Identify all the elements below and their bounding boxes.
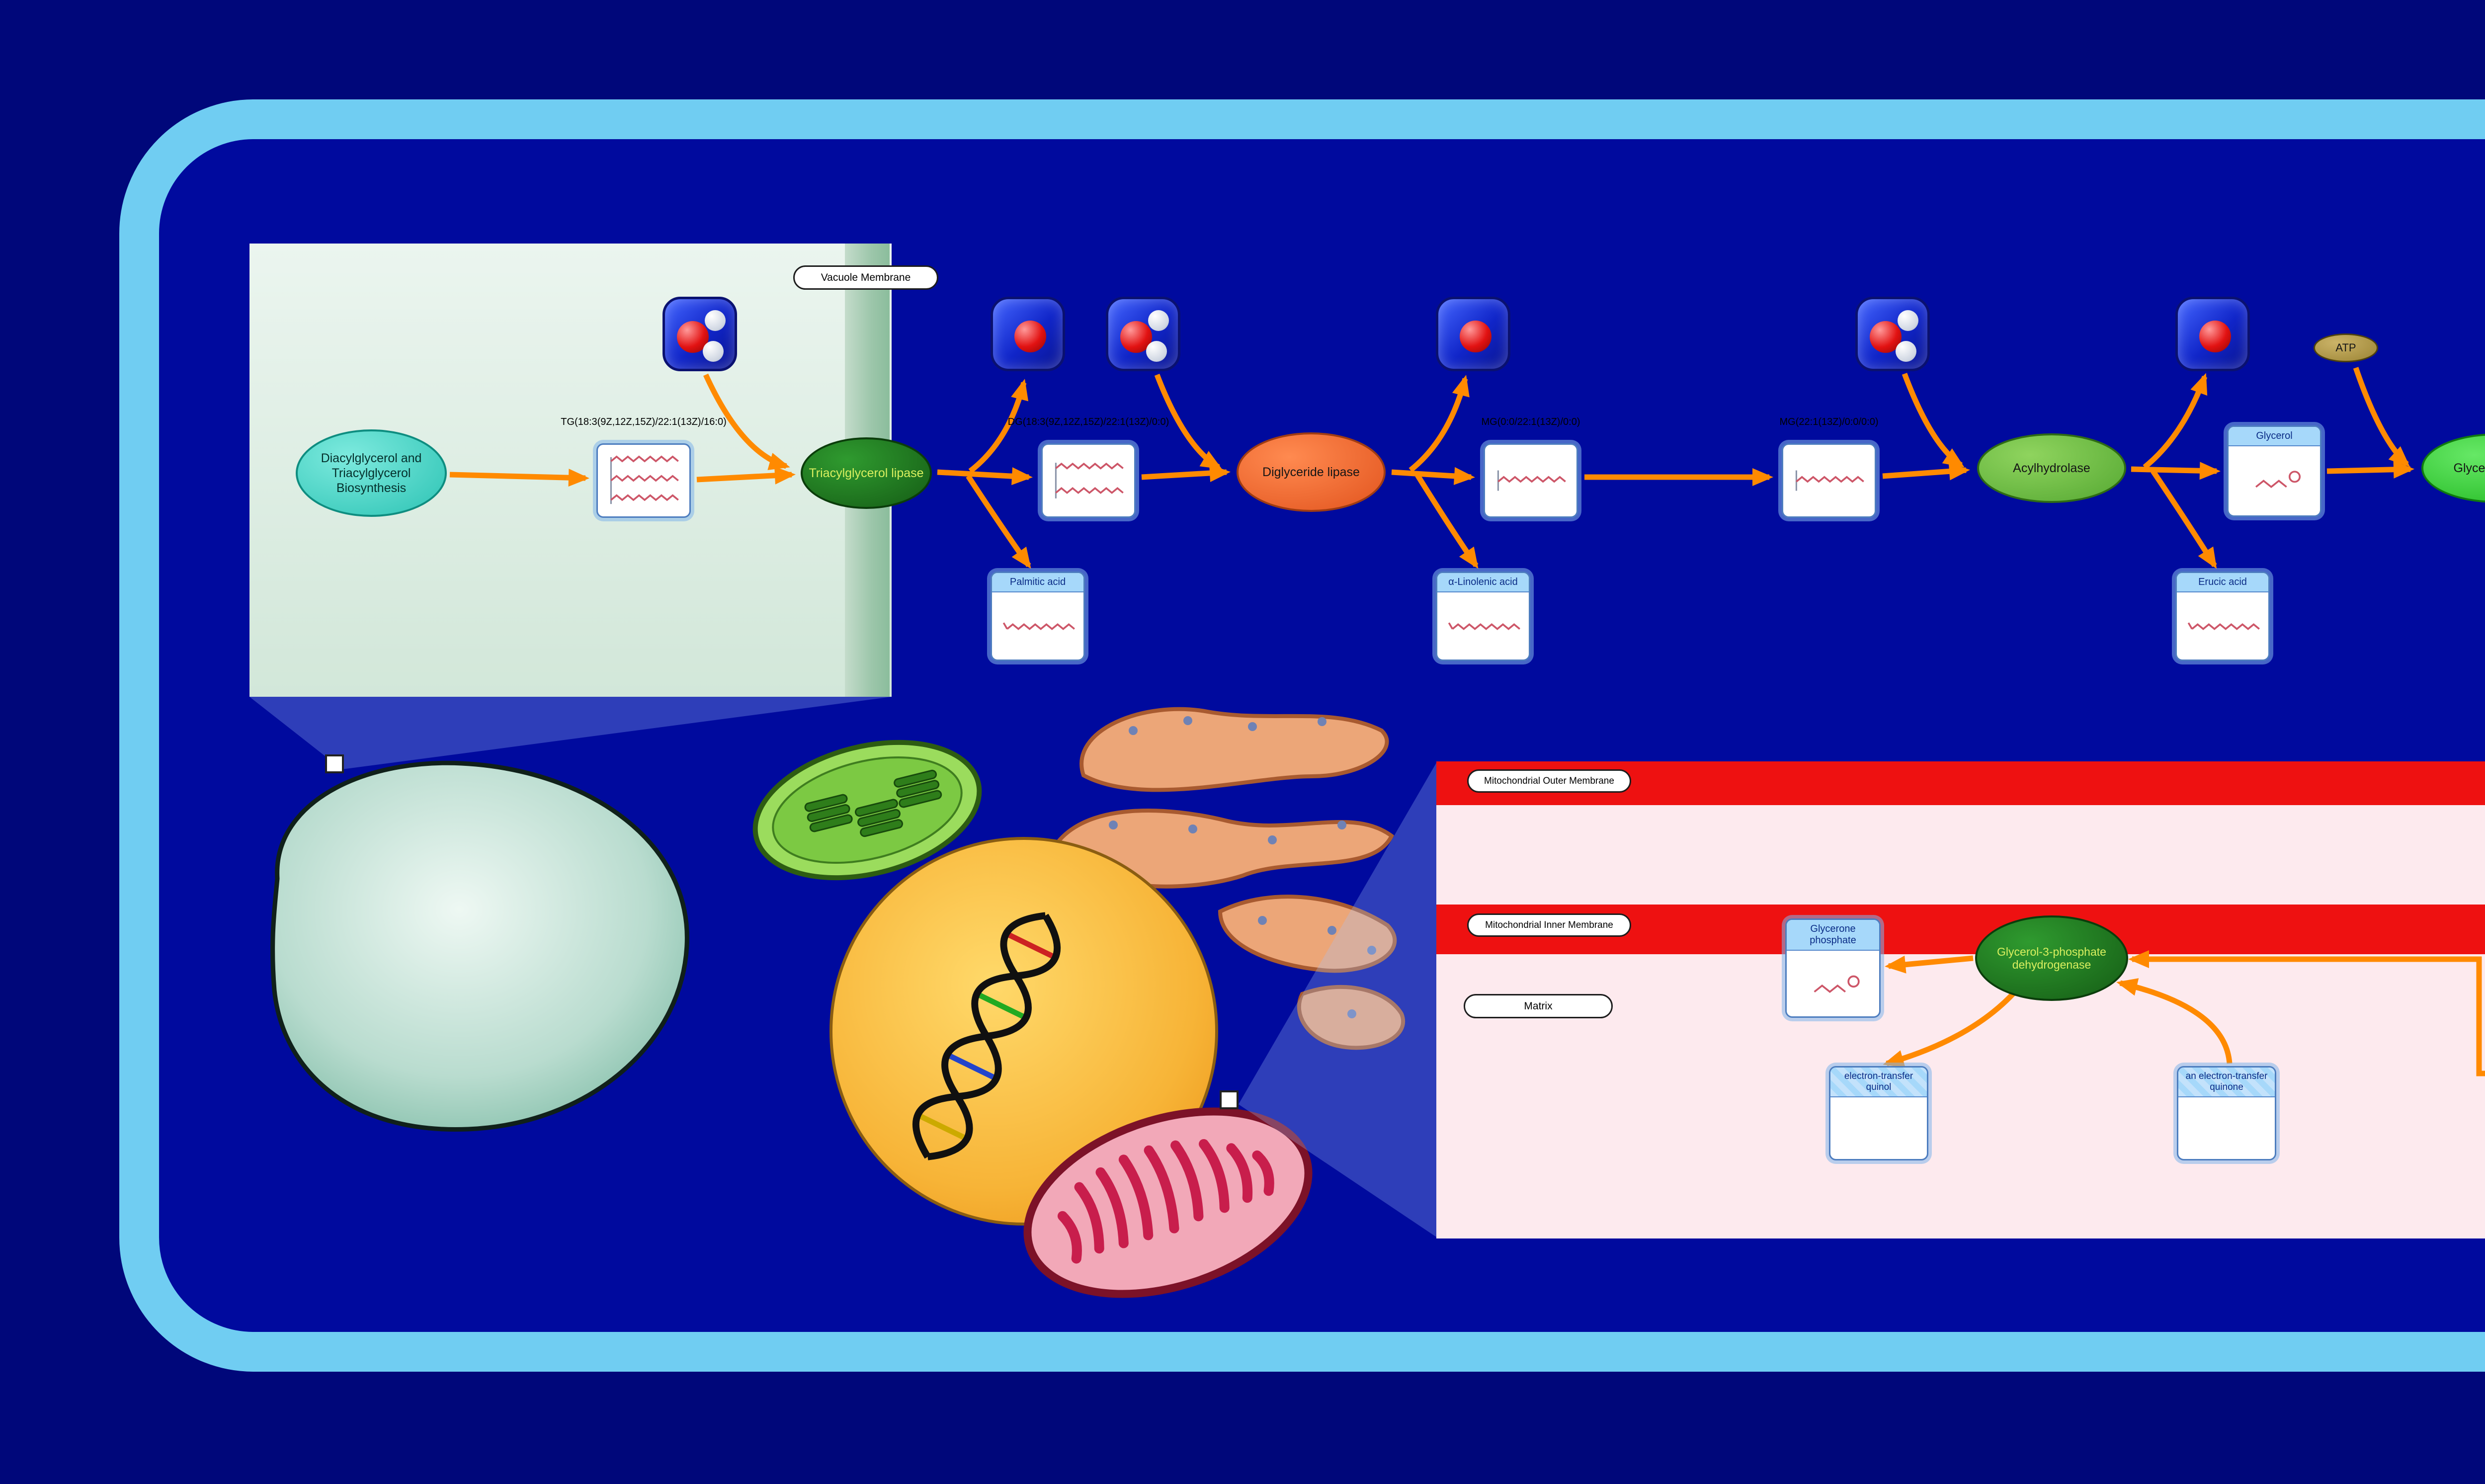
label-vacuole-membrane: Vacuole Membrane — [793, 265, 938, 290]
compound-name: Palmitic acid — [992, 573, 1083, 592]
enzyme-g3p-dehydrogenase[interactable]: Glycerol-3-phosphate dehydrogenase — [1975, 915, 2128, 1001]
compound-name: electron-transfer quinol — [1830, 1068, 1927, 1097]
oxygen-molecule-icon[interactable] — [2175, 297, 2250, 371]
structure-drawing — [1442, 597, 1524, 659]
enzyme-acylhydrolase[interactable]: Acylhydrolase — [1977, 433, 2126, 503]
cofactor-atp[interactable]: ATP — [2314, 333, 2378, 362]
structure-drawing — [2234, 451, 2315, 512]
oxygen-atom-icon — [1460, 321, 1491, 352]
water-molecule-icon[interactable] — [1855, 297, 1930, 371]
compound-box-glycerone-phosphate[interactable]: Glycerone phosphate — [1785, 918, 1881, 1018]
structure-drawing — [2182, 597, 2263, 659]
pathway-node-label: Diacylglycerol and Triacylglycerol Biosy… — [321, 451, 422, 495]
compound-box-mg-second[interactable] — [1782, 443, 1876, 518]
enzyme-label: Glycerol-3-phosphate dehydrogenase — [1997, 945, 2106, 971]
compound-name: an electron-transfer quinone — [2178, 1068, 2275, 1097]
compound-label-mg-first: MG(0:0/22:1(13Z)/0:0) — [1481, 416, 1580, 427]
compound-box-glycerol[interactable]: Glycerol — [2227, 425, 2321, 517]
label-mito-outer-membrane: Mitochondrial Outer Membrane — [1467, 769, 1631, 793]
compound-name: α-Linolenic acid — [1437, 573, 1529, 592]
compound-box-alpha-linolenic-acid[interactable]: α-Linolenic acid — [1436, 572, 1530, 661]
compound-name: Erucic acid — [2177, 573, 2268, 592]
pathway-node-dag-tag-biosynthesis[interactable]: Diacylglycerol and Triacylglycerol Biosy… — [296, 429, 447, 517]
hydrogen-atom-icon — [1146, 341, 1167, 362]
enzyme-label: Diglyceride lipase — [1262, 465, 1360, 479]
structure-drawing — [1048, 450, 1129, 511]
structure-drawing — [1792, 956, 1874, 1018]
enzyme-triacylglycerol-lipase[interactable]: Triacylglycerol lipase — [801, 437, 932, 509]
hydrogen-atom-icon — [705, 310, 726, 331]
label-matrix: Matrix — [1464, 994, 1613, 1018]
compound-box-palmitic-acid[interactable]: Palmitic acid — [991, 572, 1085, 661]
compound-box-mg-first[interactable] — [1484, 443, 1578, 518]
compound-box-electron-transfer-quinol[interactable]: electron-transfer quinol — [1829, 1066, 1928, 1160]
compound-label-mg-second: MG(22:1(13Z)/0:0/0:0) — [1779, 416, 1879, 427]
structure-drawing — [1490, 450, 1572, 511]
compound-name: Glycerol — [2229, 427, 2320, 446]
enzyme-label: Glycerol kinase — [2453, 461, 2485, 475]
compound-label-dg: DG(18:3(9Z,12Z,15Z)/22:1(13Z)/0:0) — [1007, 416, 1169, 427]
compound-box-tg[interactable] — [596, 443, 691, 518]
enzyme-label: Triacylglycerol lipase — [809, 466, 924, 480]
hydrogen-atom-icon — [703, 341, 724, 362]
oxygen-molecule-icon[interactable] — [991, 297, 1065, 371]
enzyme-diglyceride-lipase[interactable]: Diglyceride lipase — [1237, 432, 1386, 512]
compound-name: Glycerone phosphate — [1787, 920, 1879, 951]
compound-box-dg[interactable] — [1041, 443, 1136, 518]
oxygen-atom-icon — [2199, 321, 2231, 352]
structure-drawing — [1788, 450, 1870, 511]
enzyme-label: Acylhydrolase — [2013, 461, 2090, 475]
structure-drawing — [603, 450, 684, 511]
compound-box-electron-transfer-quinone[interactable]: an electron-transfer quinone — [2177, 1066, 2276, 1160]
oxygen-atom-icon — [1014, 321, 1046, 352]
hydrogen-atom-icon — [1148, 310, 1169, 331]
water-molecule-icon[interactable] — [1106, 297, 1180, 371]
label-mito-inner-membrane: Mitochondrial Inner Membrane — [1467, 913, 1631, 937]
structure-drawing — [997, 597, 1078, 659]
compound-label-tg: TG(18:3(9Z,12Z,15Z)/22:1(13Z)/16:0) — [561, 416, 727, 427]
hydrogen-atom-icon — [1896, 341, 1916, 362]
hydrogen-atom-icon — [1898, 310, 1918, 331]
water-molecule-icon[interactable] — [663, 297, 737, 371]
compound-box-erucic-acid[interactable]: Erucic acid — [2175, 572, 2270, 661]
oxygen-molecule-icon[interactable] — [1436, 297, 1510, 371]
